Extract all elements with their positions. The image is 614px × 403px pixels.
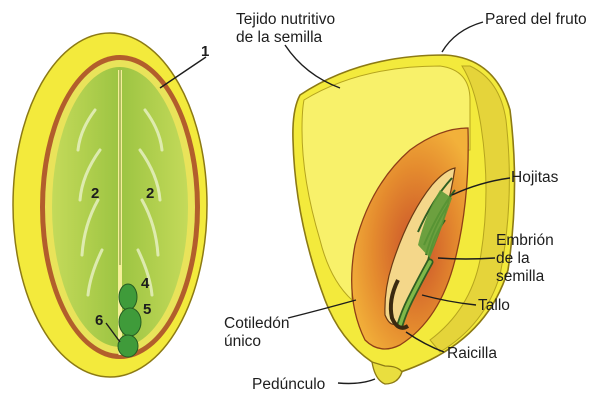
leader-tallo: [421, 294, 477, 306]
label-tejido-line1: Tejido nutritivo: [236, 11, 335, 28]
label-5: 5: [143, 301, 151, 318]
leader-raicilla: [405, 331, 445, 353]
label-6: 6: [95, 312, 103, 329]
dicot-seed: 1 2 2 4 5 6: [12, 32, 209, 378]
label-embrion-line3: semilla: [496, 268, 545, 285]
label-embrion-line1: Embrión: [496, 232, 554, 249]
side-band: [429, 65, 510, 353]
leader-pedunculo: [337, 378, 376, 385]
label-2-right: 2: [146, 185, 154, 202]
leader-hojitas: [451, 177, 511, 196]
leader-pared: [441, 21, 484, 53]
embryo-axis: [117, 265, 142, 358]
label-cotiledon-line1: Cotiledón: [224, 315, 290, 332]
label-hojitas: Hojitas: [511, 169, 559, 186]
cotyledon-veins: [76, 108, 164, 297]
label-pared: Pared del fruto: [485, 11, 587, 28]
label-2-left: 2: [91, 185, 99, 202]
radicle-right: [388, 279, 410, 330]
label-tallo: Tallo: [478, 297, 510, 314]
label-1: 1: [201, 43, 209, 60]
label-embrion-line2: de la: [496, 250, 530, 267]
monocot-seed: Tejido nutritivo de la semilla Pared del…: [224, 11, 587, 393]
hypocotyl: [118, 307, 142, 337]
leader-embrion: [437, 257, 496, 260]
label-raicilla: Raicilla: [447, 345, 497, 362]
plumule: [118, 283, 138, 311]
label-4: 4: [141, 275, 150, 292]
leader-1: [159, 56, 207, 89]
leader-6: [105, 322, 121, 343]
label-cotiledon-line2: único: [224, 333, 261, 350]
label-tejido-line2: de la semilla: [236, 29, 323, 46]
peduncle: [371, 361, 403, 385]
plumule-fill: [418, 190, 452, 258]
radicle: [117, 334, 139, 358]
label-pedunculo: Pedúnculo: [252, 376, 325, 393]
leader-cotiledon: [287, 299, 357, 319]
leader-tejido: [284, 44, 341, 89]
